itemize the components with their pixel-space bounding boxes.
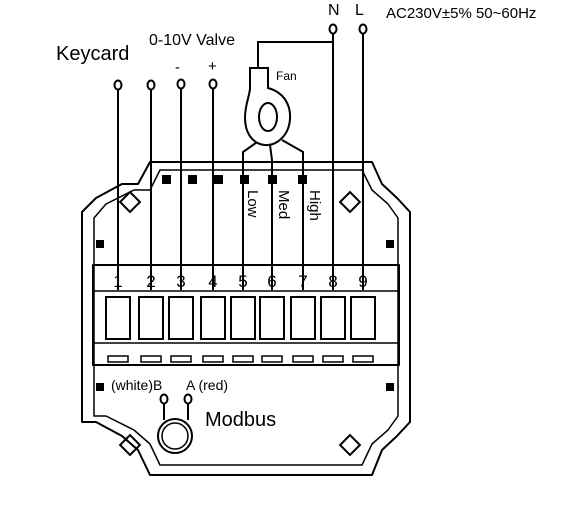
terminal-clamp-6: [261, 355, 283, 363]
modbus-a-label: A (red): [186, 377, 229, 393]
terminal-block: [92, 264, 400, 366]
terminal-screw-2: [138, 296, 164, 340]
terminal-screw-5: [230, 296, 256, 340]
latch-top-right: [338, 190, 362, 214]
housing-outline: [81, 161, 411, 476]
power-supply-label: AC230V±5% 50~60Hz: [386, 5, 537, 22]
keycard-label: Keycard: [56, 43, 130, 65]
terminal-number-4: 4: [208, 272, 218, 291]
latch-top-left: [118, 190, 142, 214]
terminal-clamp-5: [232, 355, 254, 363]
terminal-number-2: 2: [146, 272, 156, 291]
terminal-clamp-1: [107, 355, 129, 363]
terminal-number-5: 5: [238, 272, 248, 291]
terminal-screw-8: [320, 296, 346, 340]
valve-label: 0-10V Valve: [149, 32, 235, 49]
terminal-clamp-2: [140, 355, 162, 363]
terminal-screw-6: [259, 296, 285, 340]
terminal-clamp-9: [352, 355, 374, 363]
terminal-screw-3: [168, 296, 194, 340]
terminal-number-8: 8: [328, 272, 338, 291]
latch-bottom-left: [118, 433, 142, 457]
modbus-label: Modbus: [205, 409, 277, 431]
terminal-number-6: 6: [267, 272, 277, 291]
neutral-label: N: [328, 2, 340, 19]
fan-med-label: Med: [275, 190, 292, 220]
fan-high-label: High: [306, 190, 323, 221]
valve-plus-label: +: [208, 58, 217, 75]
terminal-screw-1: [105, 296, 131, 340]
valve-minus-label: -: [175, 59, 180, 76]
terminal-clamp-8: [322, 355, 344, 363]
terminal-screw-7: [290, 296, 316, 340]
modbus-connector: [157, 418, 193, 454]
terminal-number-3: 3: [176, 272, 186, 291]
terminal-number-9: 9: [358, 272, 368, 291]
terminal-clamp-3: [170, 355, 192, 363]
fan-low-label: Low: [244, 190, 261, 218]
terminal-number-1: 1: [113, 272, 123, 291]
latch-bottom-right: [338, 433, 362, 457]
terminal-number-7: 7: [298, 272, 308, 291]
live-label: L: [355, 2, 364, 19]
terminal-clamp-7: [292, 355, 314, 363]
terminal-clamp-4: [202, 355, 224, 363]
terminal-screw-9: [350, 296, 376, 340]
housing-inner-outline: [93, 169, 399, 466]
modbus-b-label: (white)B: [111, 377, 163, 393]
terminal-screw-4: [200, 296, 226, 340]
fan-label: Fan: [276, 69, 297, 83]
